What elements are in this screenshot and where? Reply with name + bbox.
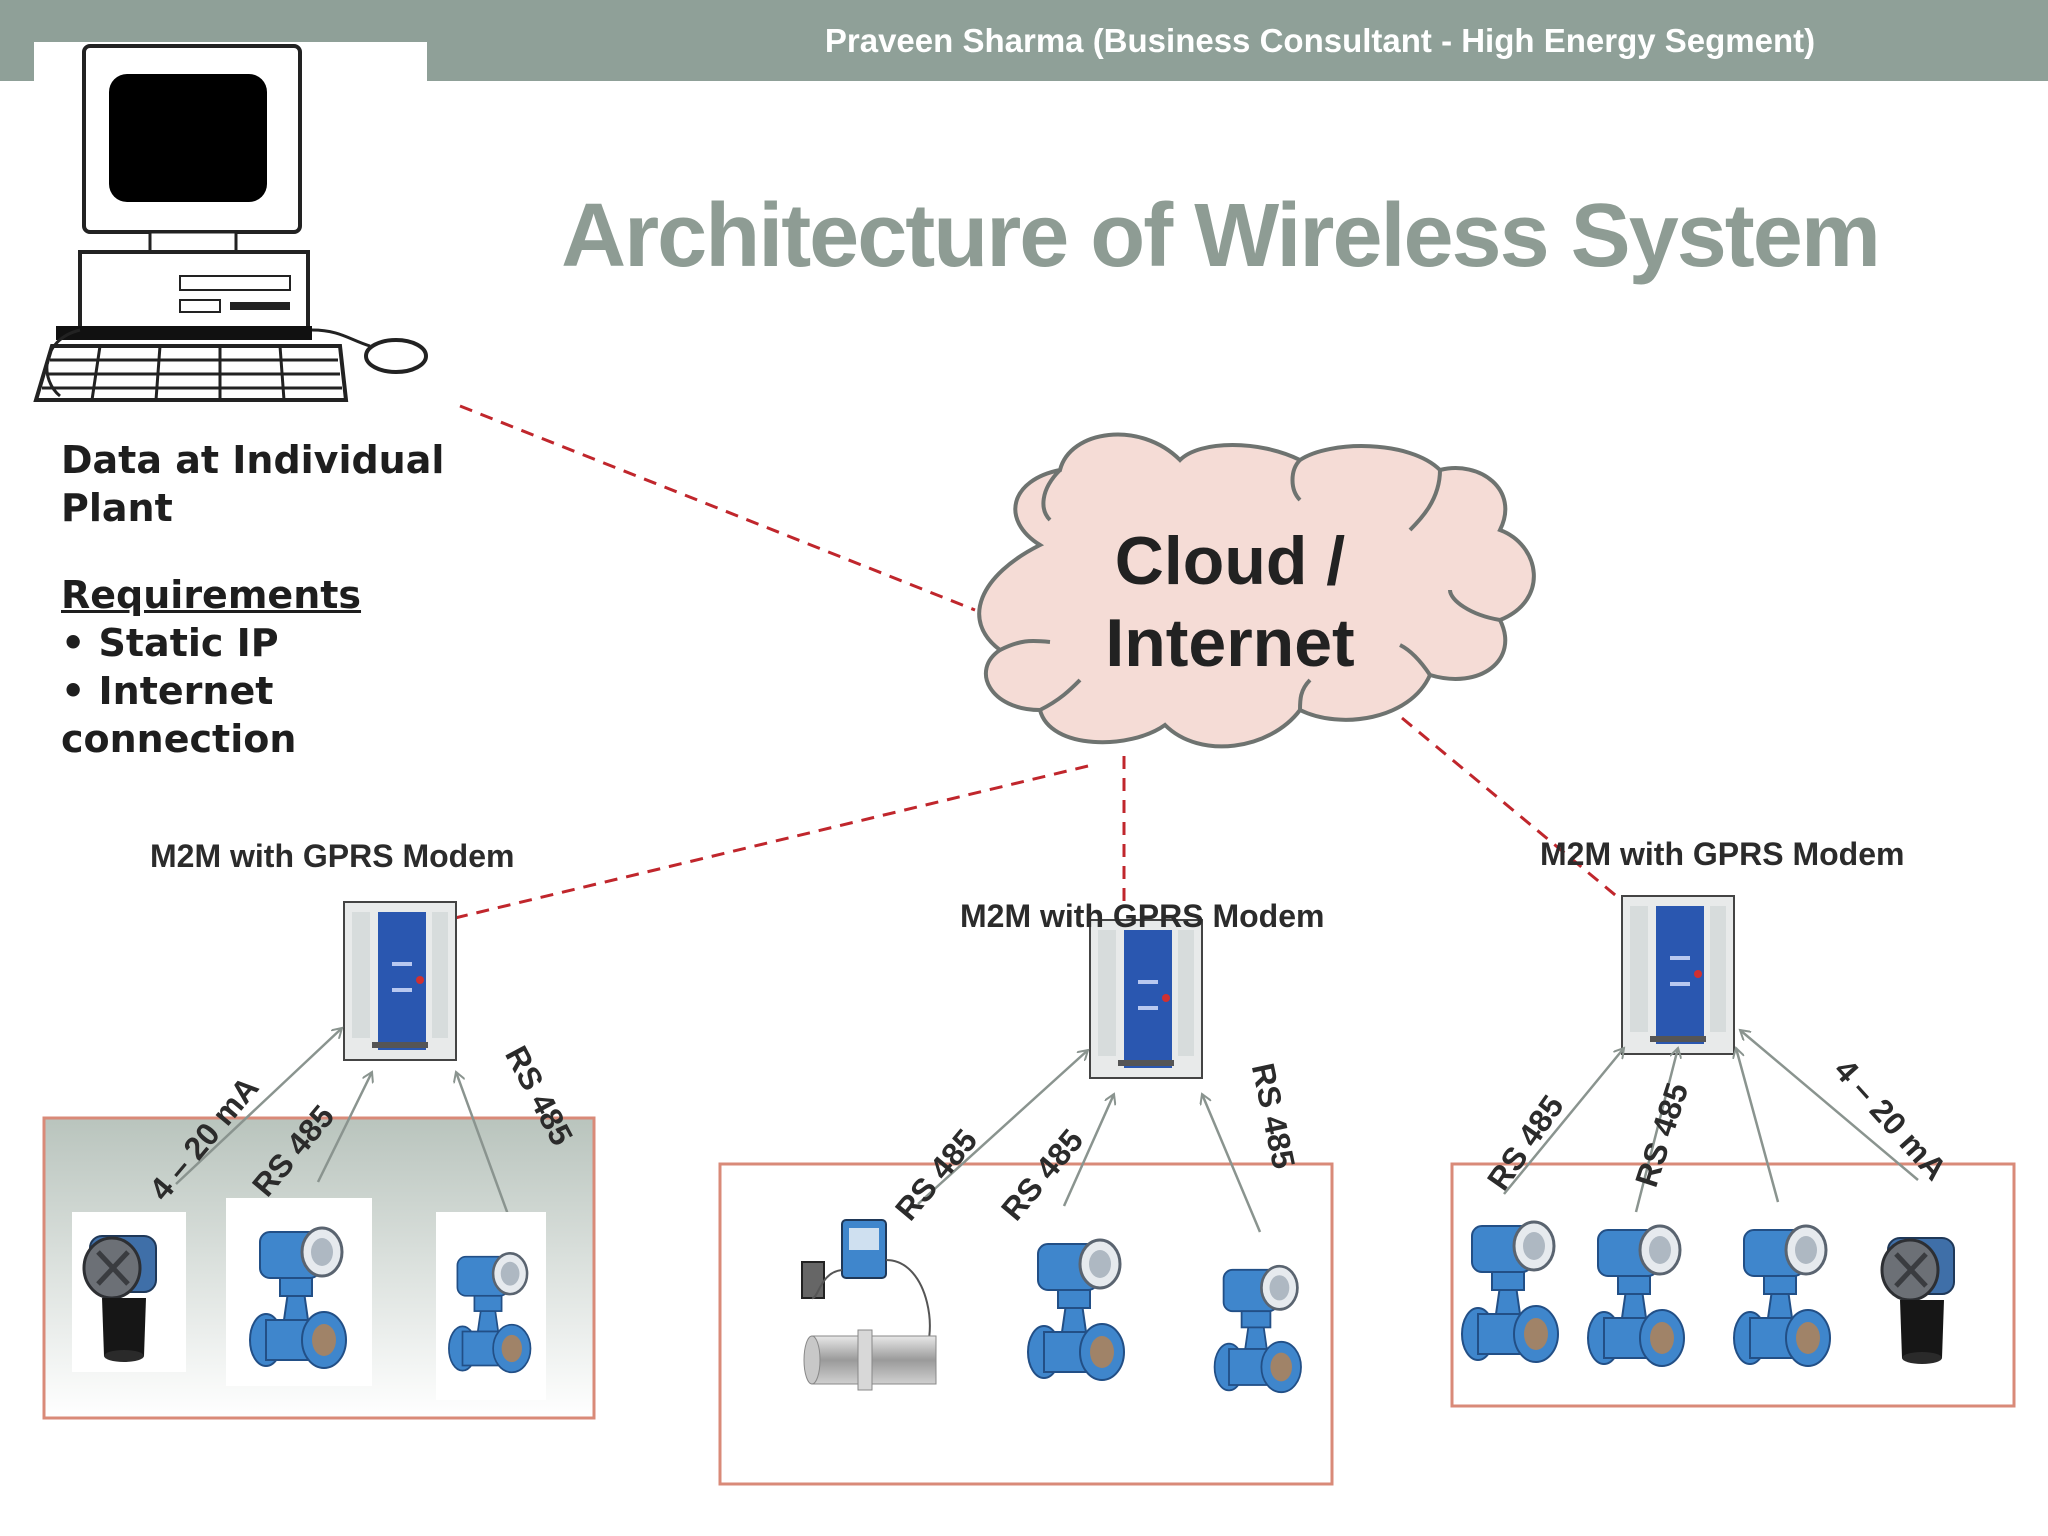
requirement-item: • Static IP [61, 621, 279, 665]
cloud-label: Cloud / Internet [1030, 520, 1430, 684]
plant-line-1: Data at Individual [61, 438, 445, 482]
presenter-name: Praveen Sharma (Business Consultant - Hi… [824, 22, 1816, 59]
requirement-item-cont: connection [61, 717, 297, 761]
page-title: Architecture of Wireless System [561, 186, 1881, 286]
modem-icon [343, 901, 457, 1061]
plant-group-2 [718, 1162, 1334, 1486]
cloud-line-1: Cloud / [1114, 523, 1346, 599]
computer-icon [33, 44, 428, 402]
modem-label: M2M with GPRS Modem [960, 898, 1325, 934]
modem-icon [1621, 895, 1735, 1055]
connection-arrows [175, 1028, 1919, 1233]
ultrasonic-flowmeter-icon [801, 1219, 937, 1391]
cloud-shape [977, 432, 1536, 749]
dashed-links [454, 404, 1627, 920]
plant-data-label: Data at Individual Plant [61, 436, 444, 532]
requirements-heading: Requirements [61, 573, 362, 617]
requirements-block: Requirements • Static IP • Internet conn… [61, 571, 361, 763]
modem-label: M2M with GPRS Modem [1540, 836, 1905, 872]
plant-line-2: Plant [61, 486, 173, 530]
modem-icon [1089, 919, 1203, 1079]
cloud-line-2: Internet [1105, 605, 1355, 681]
requirement-item: • Internet [61, 669, 274, 713]
modem-label: M2M with GPRS Modem [150, 838, 515, 874]
